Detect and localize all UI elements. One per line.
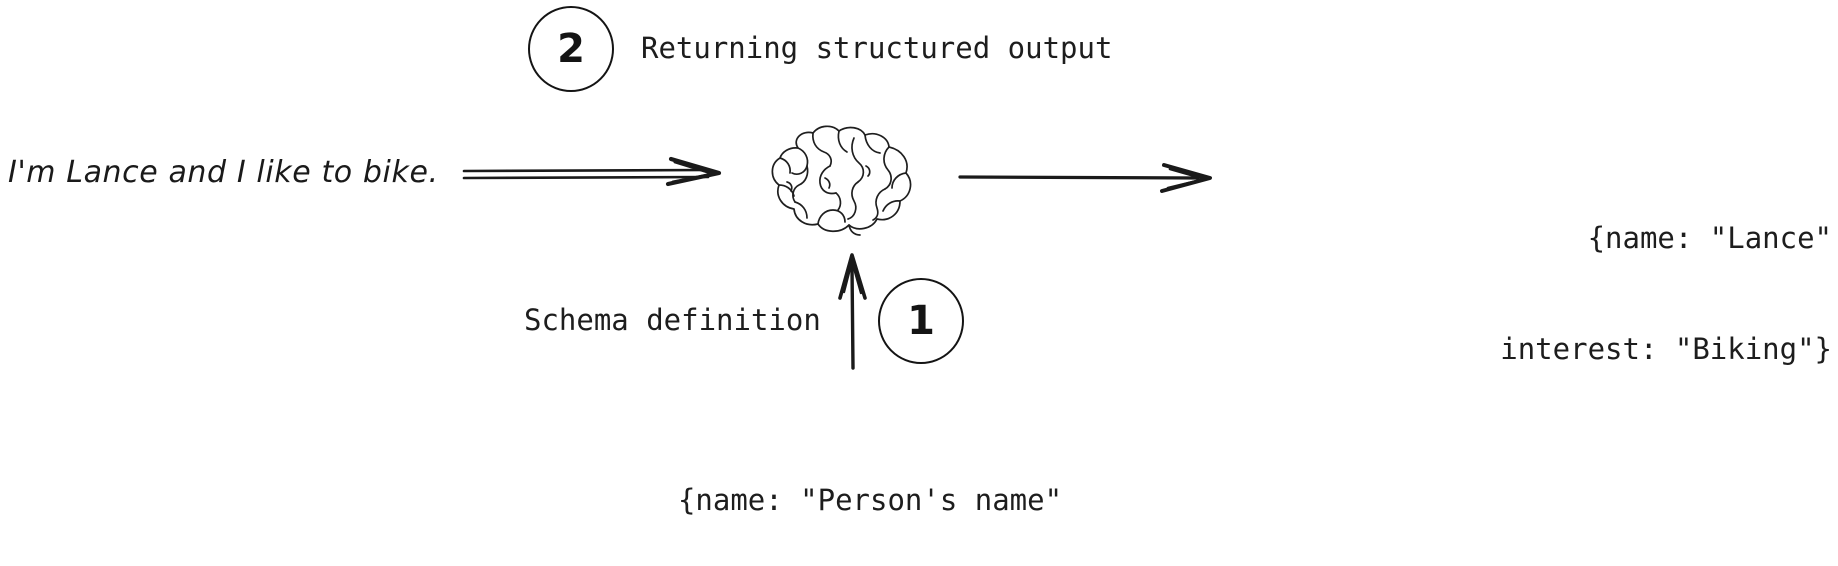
brain-icon [771,125,912,236]
step-badge-1-number: 1 [907,298,935,344]
step-badge-2: 2 [528,6,614,92]
structured-output-line-1: {name: "Lance" [1587,221,1832,255]
input-utterance-text: I'm Lance and I like to bike. [8,155,439,190]
step-badge-2-number: 2 [557,26,585,72]
input-to-brain-arrow [462,156,722,187]
schema-definition-block: {name: "Person's name" interest: "Person… [0,408,1740,566]
schema-definition-label: Schema definition [524,303,821,337]
brain-to-output-arrow [958,163,1212,193]
returning-structured-output-label: Returning structured output [641,31,1113,65]
structured-output-line-2: interest: "Biking"} [1500,332,1832,366]
step-badge-1: 1 [878,278,964,364]
schema-line-1: {name: "Person's name" [677,483,1063,517]
schema-to-brain-arrow [838,253,867,370]
structured-output-block: {name: "Lance" interest: "Biking"} [1500,146,1832,442]
